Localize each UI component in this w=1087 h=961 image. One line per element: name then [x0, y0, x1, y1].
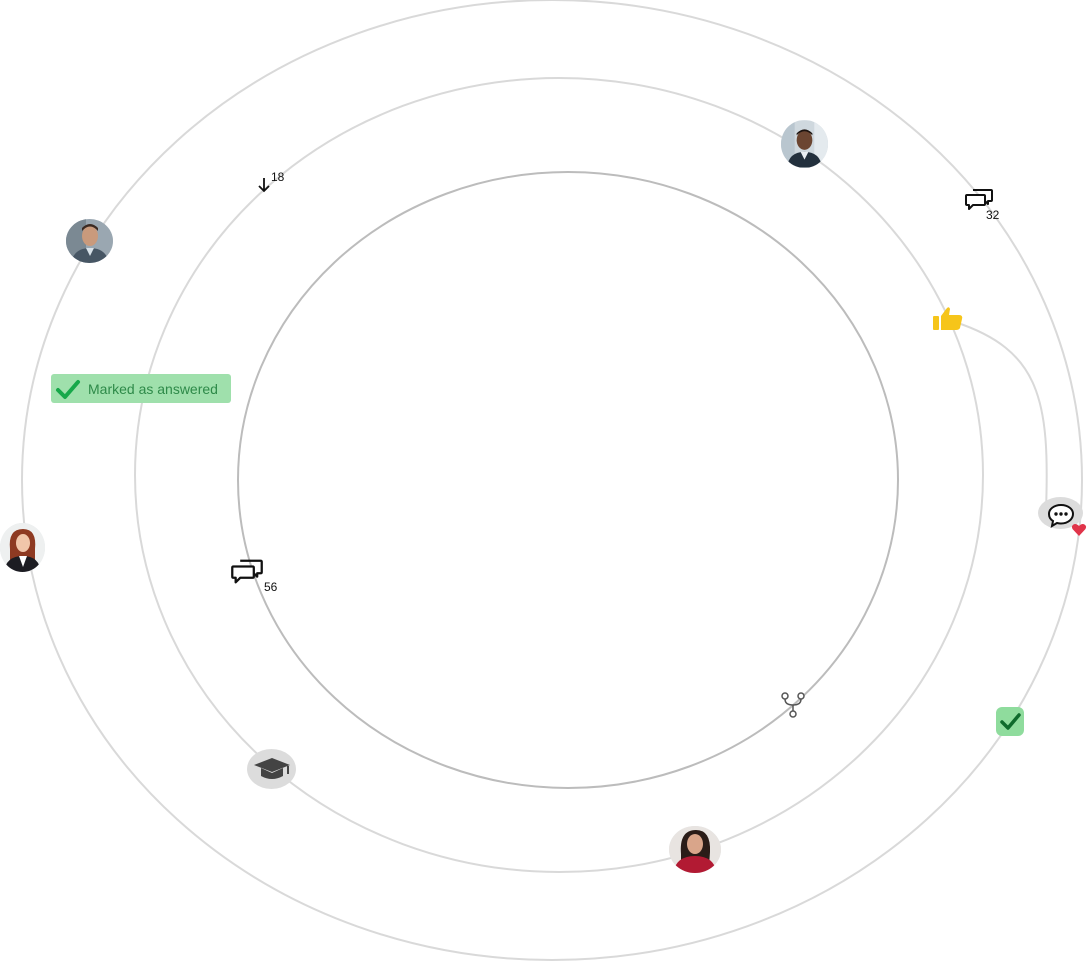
marked-as-answered-label: Marked as answered [88, 380, 218, 397]
avatar-woman-bottom[interactable] [669, 826, 721, 873]
middle-ring [134, 77, 984, 873]
inner-ring [237, 171, 899, 789]
marked-as-answered-badge[interactable]: Marked as answered [51, 374, 231, 403]
avatar-woman-left[interactable] [0, 523, 45, 572]
avatar-man-top-right[interactable] [781, 120, 828, 168]
avatar-man-top-left[interactable] [66, 219, 113, 263]
outer-ring [21, 0, 1083, 961]
check-badge[interactable] [996, 707, 1024, 736]
check-icon [1000, 713, 1021, 730]
comments-icon[interactable] [964, 187, 994, 211]
comments-count-right: 32 [986, 208, 1000, 222]
fork-icon[interactable] [778, 691, 808, 719]
check-icon [56, 379, 80, 399]
thumb-connector [954, 321, 1048, 511]
graduation-cap-icon [254, 758, 290, 779]
thumbs-up-icon[interactable] [931, 304, 965, 332]
comments-count-left: 56 [264, 580, 278, 594]
chat-bubble-icon [1047, 503, 1075, 528]
heart-icon [1071, 524, 1087, 536]
sort-count: 18 [271, 170, 285, 184]
comments-icon[interactable] [230, 557, 264, 585]
sort-down-arrow-icon [258, 178, 270, 193]
